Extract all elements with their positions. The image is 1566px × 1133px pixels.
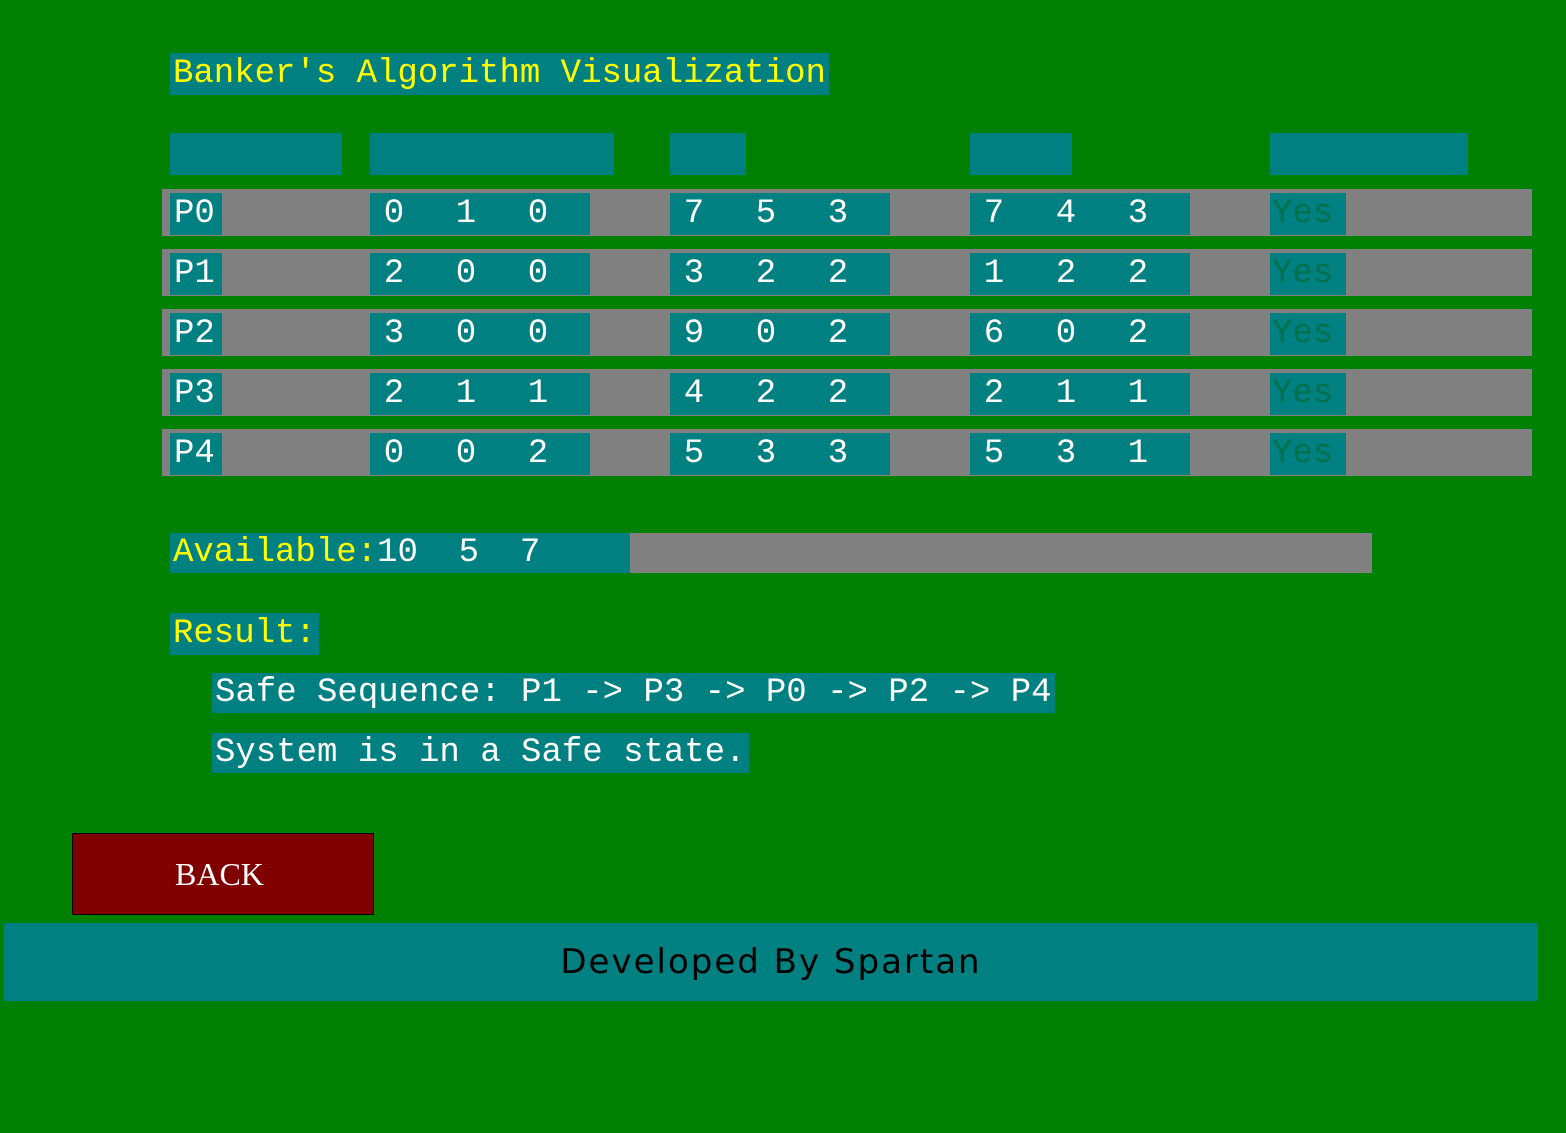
header-safe	[1270, 133, 1468, 175]
available-bar	[630, 533, 1372, 573]
need-cell: 7 4 3	[970, 193, 1190, 235]
need-value: 7	[983, 195, 1005, 233]
need-value: 1	[1127, 375, 1149, 413]
allocation-cell: 2 0 0	[370, 253, 590, 295]
max-value: 2	[755, 255, 777, 293]
allocation-value: 2	[527, 435, 549, 473]
footer-credit: Developed By Spartan	[4, 923, 1538, 1001]
allocation-value: 1	[455, 375, 477, 413]
max-value: 7	[683, 195, 705, 233]
available-values: 10 5 7	[377, 534, 541, 572]
max-value: 5	[755, 195, 777, 233]
allocation-value: 1	[455, 195, 477, 233]
available-row: Available:10 5 7	[170, 533, 630, 573]
allocation-value: 0	[527, 255, 549, 293]
need-value: 4	[1055, 195, 1077, 233]
need-value: 0	[1055, 315, 1077, 353]
need-value: 2	[1055, 255, 1077, 293]
result-label: Result:	[170, 613, 319, 655]
process-id: P1	[170, 253, 222, 295]
allocation-cell: 0 1 0	[370, 193, 590, 235]
max-cell: 9 0 2	[670, 313, 890, 355]
allocation-value: 0	[527, 195, 549, 233]
need-value: 5	[983, 435, 1005, 473]
need-cell: 2 1 1	[970, 373, 1190, 415]
page-title: Banker's Algorithm Visualization	[170, 53, 829, 95]
header-need	[970, 133, 1072, 175]
max-value: 0	[755, 315, 777, 353]
max-cell: 7 5 3	[670, 193, 890, 235]
allocation-value: 0	[455, 435, 477, 473]
allocation-value: 0	[383, 435, 405, 473]
need-value: 1	[1055, 375, 1077, 413]
need-value: 2	[983, 375, 1005, 413]
max-value: 2	[827, 315, 849, 353]
allocation-value: 2	[383, 255, 405, 293]
safe-status: Yes	[1270, 313, 1346, 355]
allocation-value: 0	[455, 255, 477, 293]
process-id: P4	[170, 433, 222, 475]
need-value: 2	[1127, 315, 1149, 353]
allocation-value: 1	[527, 375, 549, 413]
allocation-value: 0	[383, 195, 405, 233]
process-id: P3	[170, 373, 222, 415]
header-max	[670, 133, 746, 175]
process-id: P2	[170, 313, 222, 355]
max-value: 3	[755, 435, 777, 473]
allocation-value: 2	[383, 375, 405, 413]
need-value: 3	[1055, 435, 1077, 473]
safe-status: Yes	[1270, 253, 1346, 295]
need-value: 1	[1127, 435, 1149, 473]
allocation-cell: 2 1 1	[370, 373, 590, 415]
safe-status: Yes	[1270, 433, 1346, 475]
allocation-value: 0	[455, 315, 477, 353]
safe-status: Yes	[1270, 193, 1346, 235]
max-value: 3	[683, 255, 705, 293]
max-value: 3	[827, 435, 849, 473]
need-cell: 5 3 1	[970, 433, 1190, 475]
allocation-value: 0	[527, 315, 549, 353]
max-cell: 4 2 2	[670, 373, 890, 415]
max-cell: 3 2 2	[670, 253, 890, 295]
need-value: 3	[1127, 195, 1149, 233]
available-label: Available:	[173, 534, 378, 572]
safe-sequence: Safe Sequence: P1 -> P3 -> P0 -> P2 -> P…	[212, 673, 1055, 713]
need-value: 6	[983, 315, 1005, 353]
system-state: System is in a Safe state.	[212, 733, 749, 773]
back-button[interactable]: BACK	[72, 833, 374, 915]
need-cell: 1 2 2	[970, 253, 1190, 295]
max-value: 5	[683, 435, 705, 473]
header-allocation	[370, 133, 614, 175]
max-value: 4	[683, 375, 705, 413]
max-value: 2	[755, 375, 777, 413]
allocation-cell: 0 0 2	[370, 433, 590, 475]
allocation-value: 3	[383, 315, 405, 353]
max-value: 3	[827, 195, 849, 233]
max-cell: 5 3 3	[670, 433, 890, 475]
process-id: P0	[170, 193, 222, 235]
need-value: 2	[1127, 255, 1149, 293]
header-process	[170, 133, 342, 175]
max-value: 2	[827, 375, 849, 413]
allocation-cell: 3 0 0	[370, 313, 590, 355]
need-cell: 6 0 2	[970, 313, 1190, 355]
max-value: 9	[683, 315, 705, 353]
safe-status: Yes	[1270, 373, 1346, 415]
max-value: 2	[827, 255, 849, 293]
need-value: 1	[983, 255, 1005, 293]
